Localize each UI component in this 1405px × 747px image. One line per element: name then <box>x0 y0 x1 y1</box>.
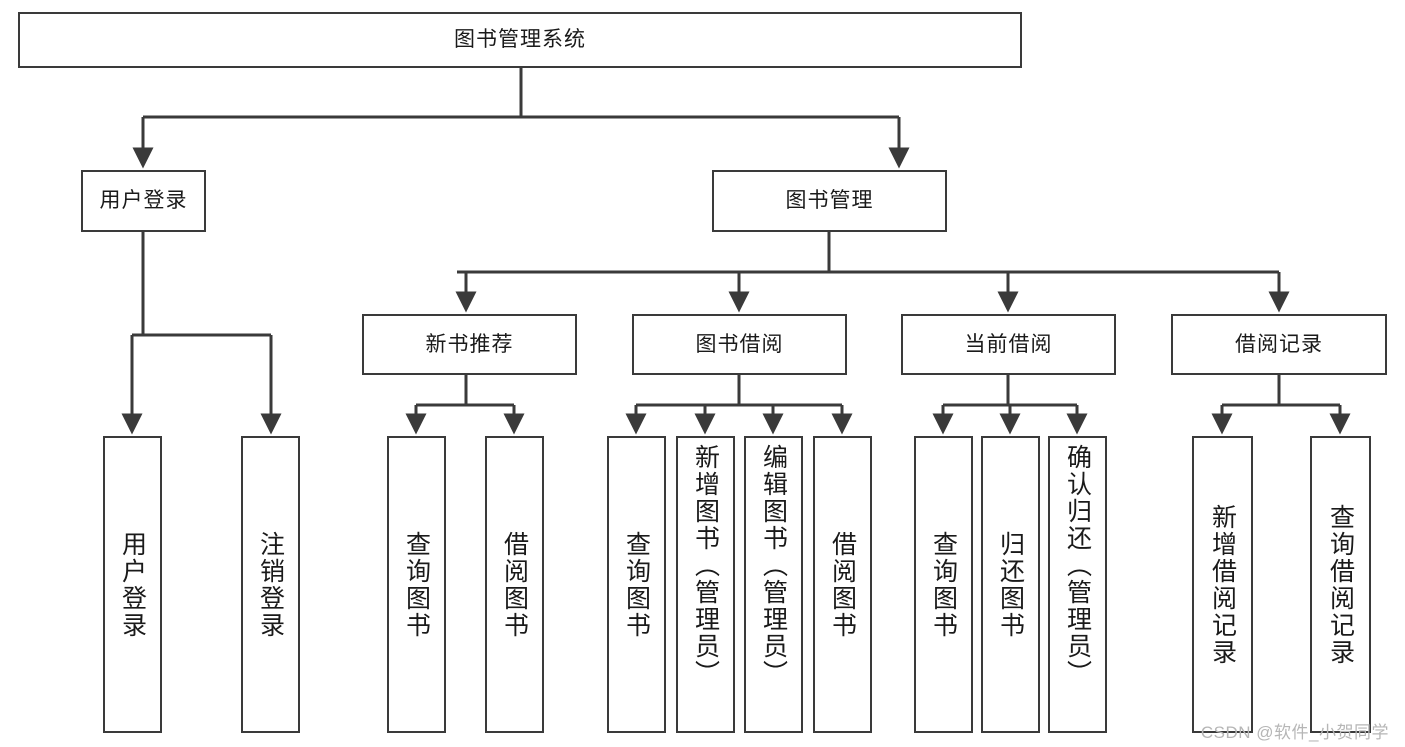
leaf-label: 查询借阅记录 <box>1326 503 1355 666</box>
leaf-new-book-query-books[interactable]: 查询图书 <box>387 436 446 733</box>
leaf-label: 用户登录 <box>118 530 147 639</box>
leaf-user-login-logout[interactable]: 注销登录 <box>241 436 300 733</box>
leaf-book-borrow-add-book-admin[interactable]: 新增图书（管理员） <box>676 436 735 733</box>
leaf-borrow-record-add-record[interactable]: 新增借阅记录 <box>1192 436 1253 733</box>
leaf-current-borrow-confirm-return-admin[interactable]: 确认归还（管理员） <box>1048 436 1107 733</box>
leaf-label: 查询图书 <box>622 530 651 639</box>
leaf-user-login-do-login[interactable]: 用户登录 <box>103 436 162 733</box>
leaf-label: 注销登录 <box>256 530 285 639</box>
leaf-label: 编辑图书（管理员） <box>759 444 788 687</box>
leaf-book-borrow-query-books[interactable]: 查询图书 <box>607 436 666 733</box>
leaf-current-borrow-return-books[interactable]: 归还图书 <box>981 436 1040 733</box>
node-current-borrow[interactable]: 当前借阅 <box>901 314 1116 375</box>
leaf-current-borrow-query-books[interactable]: 查询图书 <box>914 436 973 733</box>
leaf-label: 借阅图书 <box>500 530 529 639</box>
node-label: 用户登录 <box>99 189 188 213</box>
watermark-text: CSDN @软件_小贺同学 <box>1200 723 1389 742</box>
node-book-borrow[interactable]: 图书借阅 <box>632 314 847 375</box>
leaf-borrow-record-query-record[interactable]: 查询借阅记录 <box>1310 436 1371 733</box>
node-label: 当前借阅 <box>964 332 1053 356</box>
node-root-book-management-system[interactable]: 图书管理系统 <box>18 12 1022 68</box>
node-label: 借阅记录 <box>1235 332 1323 356</box>
leaf-label: 确认归还（管理员） <box>1063 444 1092 687</box>
node-new-book-recommend[interactable]: 新书推荐 <box>362 314 577 375</box>
leaf-label: 归还图书 <box>996 530 1025 639</box>
leaf-label: 查询图书 <box>929 530 958 639</box>
node-borrow-record[interactable]: 借阅记录 <box>1171 314 1387 375</box>
node-label: 图书管理 <box>785 189 874 213</box>
leaf-label: 新增图书（管理员） <box>691 444 720 687</box>
node-label: 图书管理系统 <box>454 28 586 52</box>
node-user-login[interactable]: 用户登录 <box>81 170 206 232</box>
leaf-label: 借阅图书 <box>828 530 857 639</box>
leaf-label: 新增借阅记录 <box>1208 503 1237 666</box>
leaf-label: 查询图书 <box>402 530 431 639</box>
leaf-book-borrow-edit-book-admin[interactable]: 编辑图书（管理员） <box>744 436 803 733</box>
node-label: 图书借阅 <box>695 332 784 356</box>
leaf-book-borrow-borrow-books[interactable]: 借阅图书 <box>813 436 872 733</box>
node-book-management[interactable]: 图书管理 <box>712 170 947 232</box>
node-label: 新书推荐 <box>425 332 514 356</box>
leaf-new-book-borrow-books[interactable]: 借阅图书 <box>485 436 544 733</box>
